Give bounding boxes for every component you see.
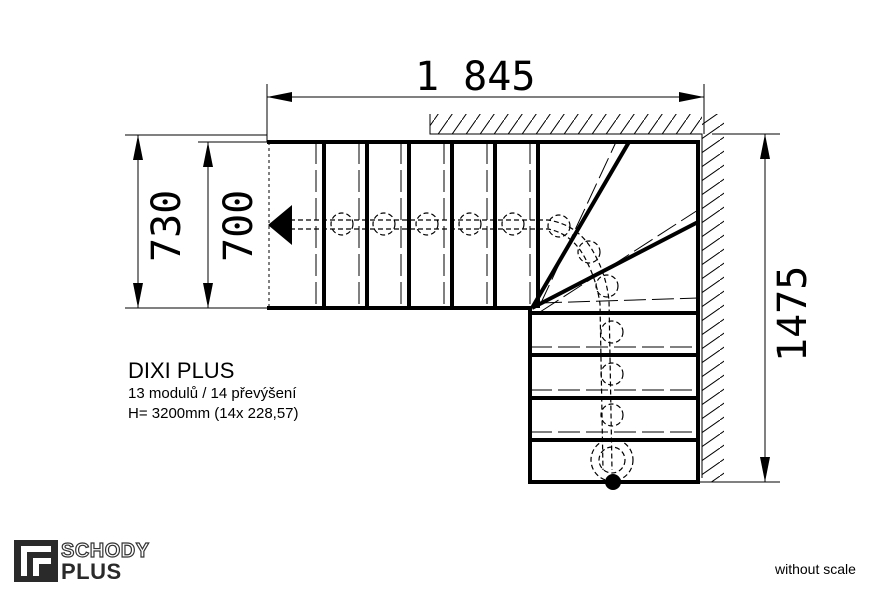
winder-nosings (539, 141, 699, 313)
direction-arrow-icon (268, 205, 292, 245)
dimension-1475-label: 1475 (770, 266, 816, 362)
dimension-700-label: 700 (216, 190, 262, 262)
height-text: H= 3200mm (14x 228,57) (128, 405, 299, 422)
scale-note: without scale (775, 561, 856, 577)
dimension-left-730 (125, 134, 267, 309)
wall-hatching (429, 114, 724, 482)
upper-flight-treads (322, 142, 540, 308)
lower-flight-nosings (530, 346, 698, 433)
dimension-width-label: 1 845 (415, 54, 535, 100)
walking-line (290, 212, 634, 482)
upper-flight-nosings (315, 142, 531, 308)
model-title: DIXI PLUS (128, 358, 235, 383)
modules-text: 13 modulů / 14 převýšení (128, 385, 297, 402)
winder-treads (530, 140, 699, 310)
dimension-total-width (266, 84, 705, 142)
logo-word-schody: SCHODY (60, 539, 150, 562)
dimension-right-1475 (698, 133, 780, 483)
dimension-730-label: 730 (144, 190, 190, 262)
lower-flight-treads (530, 311, 698, 442)
dimension-left-700 (198, 141, 267, 308)
start-dot-icon (605, 474, 621, 490)
logo-mark-icon (14, 540, 58, 582)
logo-word-plus: PLUS (61, 559, 122, 584)
brand-logo: SCHODY PLUS (14, 539, 164, 584)
